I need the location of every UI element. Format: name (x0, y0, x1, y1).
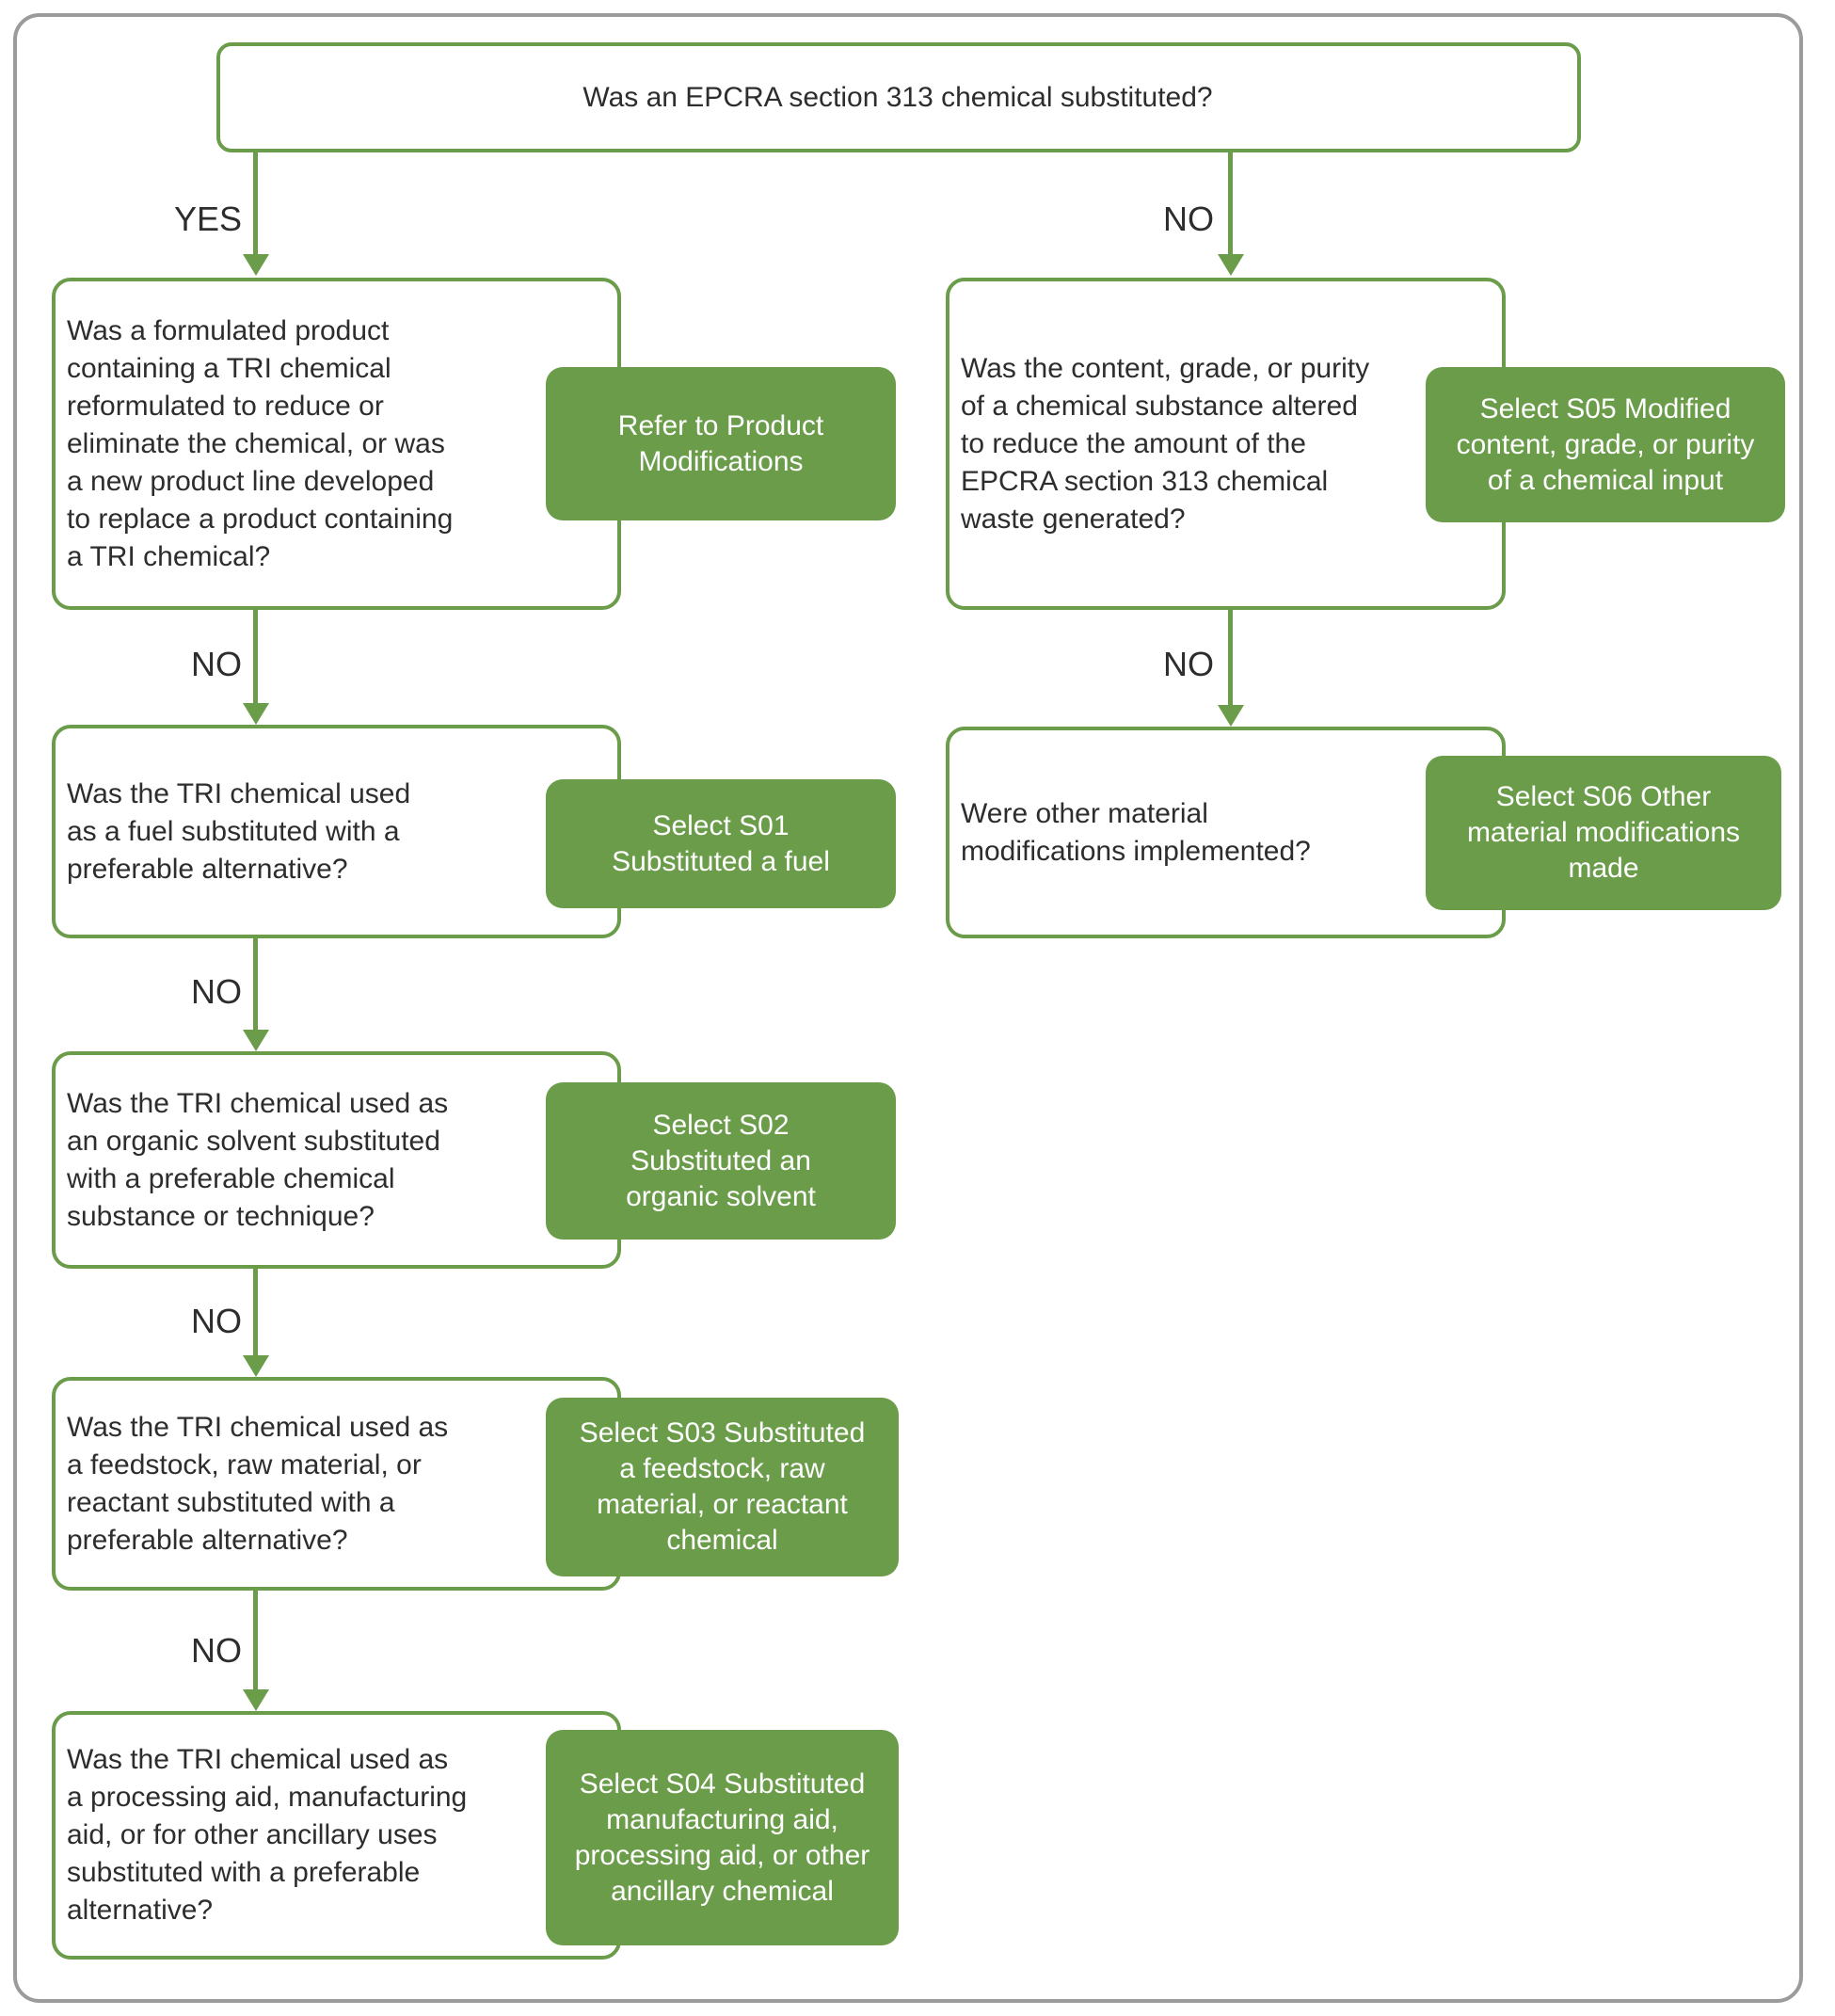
answer-box-s02: Select S02 Substituted an organic solven… (546, 1082, 896, 1240)
answer-box-s04: Select S04 Substituted manufacturing aid… (546, 1730, 899, 1945)
connector-arrowhead (243, 1689, 269, 1711)
connector-no-label: NO (191, 972, 242, 1011)
yes-connector-line (253, 151, 258, 256)
answer-box-product-modifications: Refer to Product Modifications (546, 367, 896, 520)
question-box-feedstock: Was the TRI chemical used as a feedstock… (52, 1377, 621, 1591)
answer-box-s05: Select S05 Modified content, grade, or p… (1426, 367, 1785, 522)
root-question-box: Was an EPCRA section 313 chemical substi… (216, 42, 1581, 152)
connector-no-label: NO (191, 1302, 242, 1340)
connector-arrowhead (243, 703, 269, 725)
question-text: Was the content, grade, or purity of a c… (961, 352, 1370, 535)
question-text: Was the TRI chemical used as an organic … (67, 1087, 449, 1232)
connector-line (253, 1589, 258, 1691)
connector-line (253, 1267, 258, 1357)
connector-line (253, 608, 258, 705)
question-box-content-grade-purity: Was the content, grade, or purity of a c… (946, 278, 1506, 610)
answer-box-s03: Select S03 Substituted a feedstock, raw … (546, 1398, 899, 1576)
answer-text: Select S03 Substituted a feedstock, raw … (579, 1417, 866, 1556)
question-box-processing-aid: Was the TRI chemical used as a processin… (52, 1711, 621, 1960)
answer-text: Select S06 Other material modifications … (1466, 781, 1741, 884)
question-text: Was the TRI chemical used as a processin… (67, 1744, 468, 1926)
root-question-text: Was an EPCRA section 313 chemical substi… (582, 81, 1213, 113)
connector-line (253, 936, 258, 1032)
question-box-fuel-substitution: Was the TRI chemical used as a fuel subs… (52, 725, 621, 938)
question-text: Were other material modifications implem… (961, 797, 1311, 867)
answer-text: Select S01 Substituted a fuel (612, 809, 830, 877)
answer-box-s06: Select S06 Other material modifications … (1426, 756, 1781, 910)
connector-line (1228, 608, 1233, 707)
no-connector-line (1228, 151, 1233, 256)
yes-connector-arrowhead (243, 254, 269, 276)
connector-arrowhead (1218, 705, 1244, 727)
no-branch-label: NO (1163, 200, 1214, 238)
question-text: Was a formulated product containing a TR… (67, 314, 454, 572)
connector-no-label: NO (1163, 645, 1214, 683)
answer-text: Refer to Product Modifications (617, 409, 824, 477)
connector-arrowhead (243, 1355, 269, 1377)
connector-no-label: NO (191, 645, 242, 683)
answer-text: Select S04 Substituted manufacturing aid… (574, 1768, 870, 1907)
question-box-product-reformulation: Was a formulated product containing a TR… (52, 278, 621, 610)
answer-text: Select S05 Modified content, grade, or p… (1456, 392, 1755, 496)
yes-branch-label: YES (173, 200, 242, 238)
question-text: Was the TRI chemical used as a feedstock… (67, 1411, 449, 1556)
question-text: Was the TRI chemical used as a fuel subs… (67, 777, 411, 885)
answer-text: Select S02 Substituted an organic solven… (626, 1109, 816, 1212)
no-connector-arrowhead (1218, 254, 1244, 276)
connector-arrowhead (243, 1030, 269, 1051)
question-box-organic-solvent: Was the TRI chemical used as an organic … (52, 1051, 621, 1269)
connector-no-label: NO (191, 1631, 242, 1670)
question-box-other-material-modifications: Were other material modifications implem… (946, 727, 1506, 938)
answer-box-s01: Select S01 Substituted a fuel (546, 779, 896, 908)
